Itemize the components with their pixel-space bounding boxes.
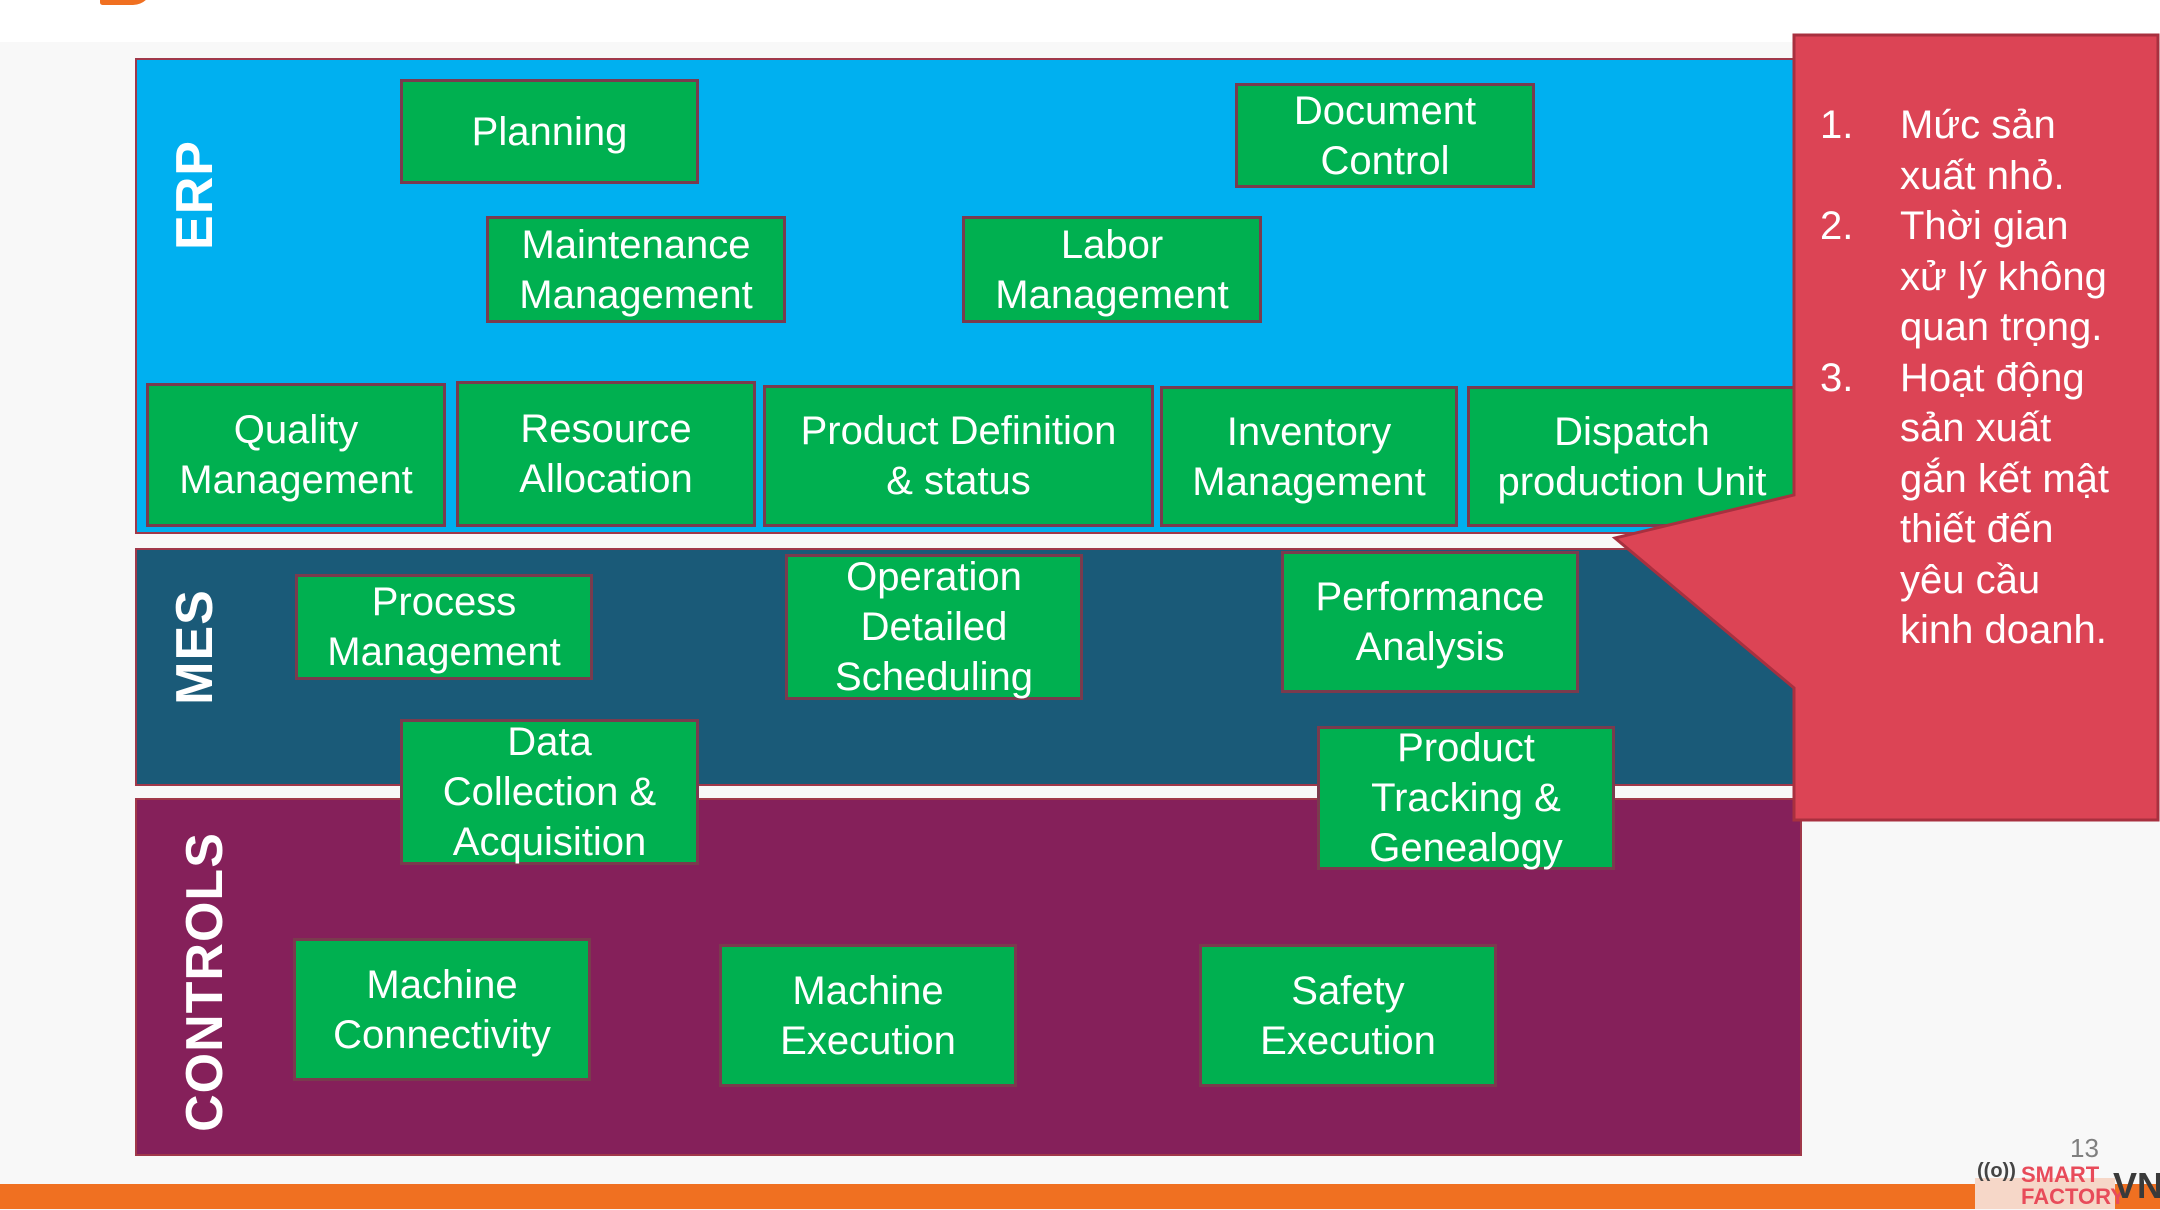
machine-execution-box: Machine Execution (719, 944, 1017, 1087)
operation-detailed-scheduling-box: Operation Detailed Scheduling (785, 554, 1083, 700)
antenna-icon: ((o)) (1977, 1160, 2016, 1182)
logo-factory-text: FACTORY (2021, 1184, 2125, 1209)
footer-bar (0, 1184, 2160, 1209)
quality-management-text: Quality Management (179, 408, 413, 502)
document-control-text: Document Control (1293, 88, 1477, 183)
operation-detailed-scheduling-text: Operation Detailed Scheduling (835, 555, 1033, 699)
inventory-management-box: Inventory Management (1160, 386, 1458, 527)
safety-execution-text: Safety Execution (1260, 968, 1436, 1063)
process-management-text: Process Management (327, 580, 561, 674)
performance-analysis-box: Performance Analysis (1281, 551, 1579, 693)
performance-analysis-text: Performance Analysis (1315, 575, 1545, 669)
page-number: 13 (2070, 1133, 2099, 1163)
data-collection-acquisition-text: Data Collection & Acquisition (442, 720, 657, 864)
callout-item-2: 2. Thời gian xử lý không quan trọng. (1820, 201, 2150, 353)
controls-label: CONTROLS (176, 832, 234, 1132)
safety-execution-box: Safety Execution (1199, 944, 1497, 1087)
document-control-box: Document Control (1235, 83, 1535, 188)
callout-item-number: 3. (1820, 355, 1854, 400)
machine-execution-text: Machine Execution (780, 968, 956, 1063)
machine-connectivity-text: Machine Connectivity (333, 962, 551, 1057)
product-definition-text: Product Definition & status (800, 409, 1117, 503)
callout-item-number: 2. (1820, 204, 1854, 248)
slide-header-area (0, 0, 2160, 42)
labor-management-text: Labor Management (995, 222, 1229, 317)
process-management-box: Process Management (295, 574, 593, 680)
machine-connectivity-box: Machine Connectivity (293, 938, 591, 1081)
callout-list: 1. Mức sản xuất nhỏ. 2. Thời gian xử lý … (1820, 100, 2150, 656)
product-tracking-genealogy-box: Product Tracking & Genealogy (1317, 726, 1615, 870)
callout-item-text: Thời gian xử lý không quan trọng. (1900, 204, 2107, 349)
erp-label: ERP (166, 140, 224, 250)
inventory-management-text: Inventory Management (1192, 409, 1426, 504)
mes-label: MES (166, 589, 224, 705)
dispatch-production-unit-box: Dispatch production Unit (1467, 386, 1797, 527)
smart-factory-logo: ((o)) SMART FACTORY VN (1975, 1160, 2160, 1209)
logo-vn-text: VN (2113, 1165, 2160, 1206)
labor-management-box: Labor Management (962, 216, 1262, 323)
resource-allocation-text: Resource Allocation (519, 407, 693, 501)
logo-smart-text: SMART (2021, 1162, 2100, 1187)
brand-mark-shape (100, 0, 152, 5)
product-definition-box: Product Definition & status (763, 385, 1154, 527)
callout-item-text: Mức sản xuất nhỏ. (1900, 103, 2065, 198)
callout-item-3: 3. Hoạt động sản xuất gắn kết mật thiết … (1820, 353, 2150, 656)
planning-text: Planning (471, 109, 628, 154)
logo-background (1975, 1178, 2115, 1209)
dispatch-production-unit-text: Dispatch production Unit (1497, 409, 1767, 504)
maintenance-management-text: Maintenance Management (519, 222, 753, 317)
callout-item-number: 1. (1820, 103, 1854, 147)
planning-box: Planning (400, 79, 699, 184)
data-collection-acquisition-box: Data Collection & Acquisition (400, 719, 699, 865)
callout-item-text: Hoạt động sản xuất gắn kết mật thiết đến… (1900, 355, 2110, 653)
quality-management-box: Quality Management (146, 383, 446, 527)
maintenance-management-box: Maintenance Management (486, 216, 786, 323)
resource-allocation-box: Resource Allocation (456, 381, 756, 527)
product-tracking-genealogy-text: Product Tracking & Genealogy (1369, 726, 1563, 870)
callout-item-1: 1. Mức sản xuất nhỏ. (1820, 100, 2150, 201)
